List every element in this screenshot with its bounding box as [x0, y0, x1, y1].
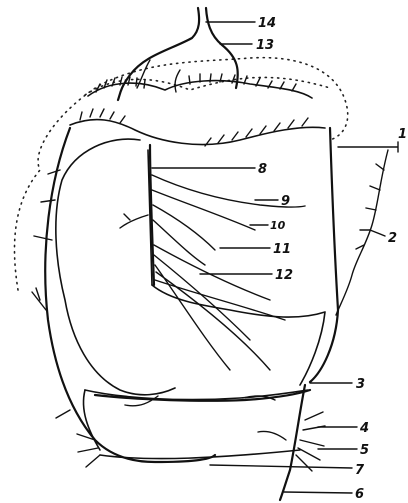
label-3: 3: [356, 377, 365, 392]
label-13: 13: [256, 38, 274, 53]
lower-curl-mid: [258, 431, 286, 440]
label-1: 1: [398, 127, 407, 142]
upper-membrane-lower-edge: [70, 120, 325, 145]
label-8: 8: [258, 162, 267, 177]
right-marginal-vessel-trunk: [310, 128, 338, 382]
central-branch-7: [155, 265, 230, 370]
right-marginal-vessel: [280, 128, 388, 500]
label-9: 9: [281, 194, 290, 209]
label-2: 2: [388, 231, 397, 246]
left-marginal-vessel-trunk: [45, 128, 215, 462]
label-4: 4: [359, 421, 369, 436]
lower-right-twigs: [296, 412, 325, 471]
lower-left-twigs: [77, 434, 100, 467]
central-branch-2: [152, 190, 255, 230]
right-outer-twig-vessel: [336, 150, 388, 315]
central-left-twig: [120, 214, 148, 228]
label-7: 7: [355, 463, 365, 478]
central-vessel-group: [120, 145, 305, 370]
right-marginal-vessel-descending: [280, 385, 305, 500]
label-6: 6: [355, 487, 364, 502]
label-11: 11: [273, 242, 291, 257]
leader-6: [284, 492, 352, 493]
leader-2: [370, 230, 385, 236]
label-14: 14: [258, 16, 276, 31]
superior-vessel-right-twig: [175, 70, 180, 92]
leader-7: [210, 465, 352, 468]
central-branch-9: [155, 280, 285, 320]
right-outer-twig-branches: [356, 164, 384, 249]
central-branch-8: [156, 272, 270, 370]
central-branch-5: [154, 245, 270, 300]
organ-outline: [56, 139, 325, 459]
central-branch-3: [153, 205, 215, 250]
upper-membrane: [70, 74, 325, 146]
number-labels: 14 13 8 9 10 11 12 1 2 3 4 5 7 6: [256, 16, 407, 502]
central-branch-6: [154, 255, 250, 340]
label-5: 5: [360, 443, 369, 458]
leader-1: [338, 142, 398, 152]
label-10: 10: [270, 219, 286, 232]
right-lobe-outline: [152, 285, 325, 385]
label-12: 12: [275, 268, 293, 283]
base-bottom-outline: [100, 450, 300, 459]
superior-vessel-left-trunk: [118, 8, 199, 100]
